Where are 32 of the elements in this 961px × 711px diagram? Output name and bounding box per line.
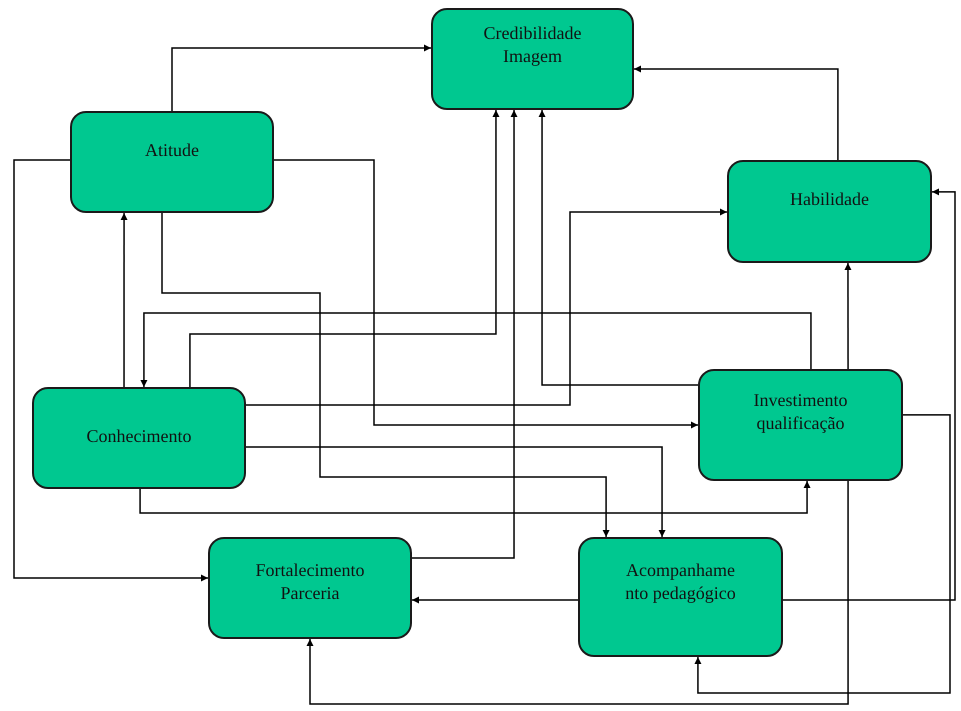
arrow: [120, 213, 128, 387]
node-label: Fortalecimento Parceria: [254, 559, 366, 606]
arrow: [139, 481, 811, 514]
arrow: [412, 596, 578, 604]
arrow: [694, 414, 951, 694]
arrow: [844, 263, 852, 369]
process-box: [208, 537, 412, 639]
arrow: [412, 110, 518, 559]
arrow: [13, 159, 208, 582]
process-box: [578, 537, 783, 657]
node-label: Habilidade: [790, 188, 869, 211]
arrow: [189, 110, 500, 387]
arrow: [634, 66, 839, 160]
process-box: [32, 387, 246, 489]
arrow: [783, 188, 956, 601]
arrow: [140, 312, 812, 387]
process-box: [727, 160, 932, 263]
arrow: [161, 213, 610, 537]
arrow: [306, 481, 849, 705]
node-label: Investimento qualificação: [752, 389, 848, 436]
node-label: Atitude: [145, 139, 199, 162]
node-label: Credibilidade Imagem: [482, 22, 582, 68]
arrow: [246, 208, 727, 406]
arrow: [246, 446, 666, 537]
process-box: [698, 369, 903, 481]
node-label: Conhecimento: [86, 425, 192, 448]
node-label: Acompanhame nto pedagógico: [624, 559, 737, 606]
process-box: [70, 111, 274, 213]
arrow: [274, 159, 698, 428]
arrow: [538, 110, 698, 386]
arrow: [171, 44, 431, 111]
process-box: [431, 8, 634, 110]
